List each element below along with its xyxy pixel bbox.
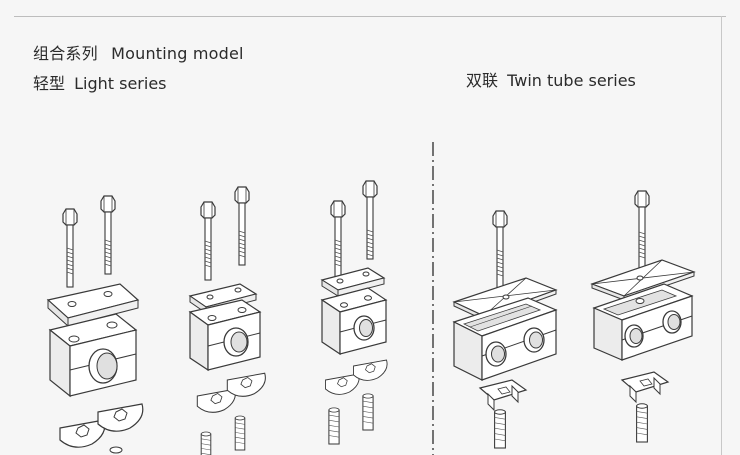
cover-plate bbox=[320, 267, 386, 297]
heading-en: Mounting model bbox=[111, 44, 244, 63]
spacer-right bbox=[362, 393, 374, 431]
spacer-left bbox=[328, 407, 340, 445]
weld-plate bbox=[620, 371, 670, 404]
light-assembly-3 bbox=[320, 180, 388, 445]
clamp-body bbox=[48, 313, 138, 398]
bolt-left bbox=[62, 208, 78, 288]
clamp-body bbox=[320, 287, 388, 356]
twin-series-cn: 双联 bbox=[466, 71, 499, 90]
light-series-en: Light series bbox=[74, 74, 167, 93]
weld-plate-left bbox=[325, 373, 360, 395]
bolt-left bbox=[200, 201, 216, 281]
spacer bbox=[636, 403, 648, 443]
mounting-model-heading: 组合系列 Mounting model bbox=[33, 40, 244, 64]
twin-assembly-1 bbox=[452, 210, 558, 449]
clamp-body bbox=[188, 299, 262, 372]
bolt-right bbox=[362, 180, 378, 260]
clamp-body bbox=[592, 283, 694, 361]
weld-plate-left bbox=[196, 388, 236, 413]
weld-plate-right bbox=[97, 403, 144, 432]
weld-plate bbox=[478, 379, 528, 412]
light-assembly-2 bbox=[188, 186, 266, 455]
bolt bbox=[634, 190, 650, 270]
weld-plate-right bbox=[353, 359, 388, 381]
heading-cn: 组合系列 bbox=[33, 44, 98, 63]
twin-assembly-2 bbox=[590, 190, 696, 443]
frame-border-top bbox=[14, 16, 726, 17]
frame-border-right bbox=[721, 16, 722, 455]
light-assembly-1 bbox=[46, 195, 144, 454]
bolt-right bbox=[100, 195, 116, 275]
twin-series-en: Twin tube series bbox=[507, 71, 636, 90]
twin-tube-series-heading: 双联 Twin tube series bbox=[466, 67, 636, 91]
spacer-left bbox=[200, 431, 212, 455]
bolt bbox=[492, 210, 508, 290]
bolt-left bbox=[330, 200, 346, 280]
light-series-cn: 轻型 bbox=[33, 74, 66, 93]
clamp-body bbox=[452, 297, 558, 381]
bolt-right bbox=[234, 186, 250, 266]
nut bbox=[109, 446, 123, 454]
spacer bbox=[494, 409, 506, 449]
weld-plate-right bbox=[226, 372, 266, 397]
cover-plate bbox=[46, 283, 140, 328]
light-series-heading: 轻型 Light series bbox=[33, 70, 167, 94]
spacer-right bbox=[234, 415, 246, 451]
